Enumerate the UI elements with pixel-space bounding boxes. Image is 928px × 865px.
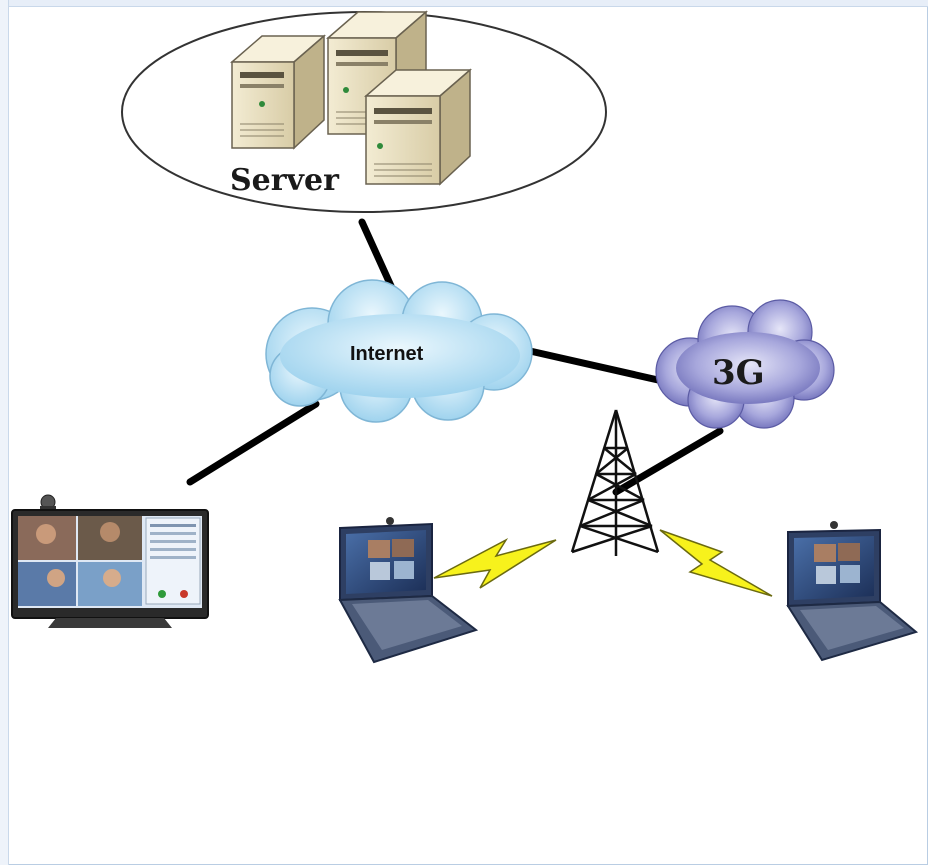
frame-top-edge [0,0,928,7]
cloud-icon [655,299,835,429]
laptop-left-icon [338,517,479,664]
link-internet-3g [526,347,662,384]
3g-label: 3G [712,353,765,393]
cell-tower-icon [570,409,660,556]
video-conference-tv-icon [11,494,209,628]
wireless-signal-right-icon [659,529,773,597]
server-tower-icon [229,10,473,186]
cloud-icon [265,279,533,423]
internet-node: Internet [265,279,533,423]
link-3g-tower [612,427,724,496]
frame-left-edge [0,0,9,865]
server-label: Server [230,163,340,198]
mobile-network-node: 3G [655,299,835,429]
server-node: Server [121,10,607,213]
laptop-right-icon [786,521,919,662]
internet-label: Internet [350,343,424,365]
wireless-signal-left-icon [433,538,557,589]
link-internet-tv [186,400,320,486]
